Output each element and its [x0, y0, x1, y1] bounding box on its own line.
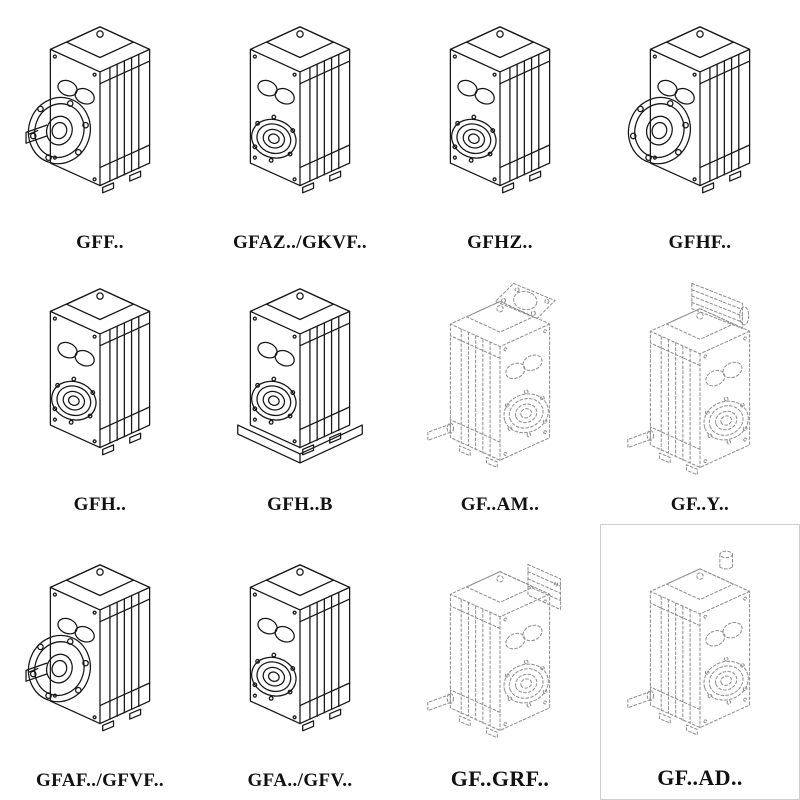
- variant-cell-gfhf: GFHF..: [600, 0, 800, 262]
- variant-cell-gfhz: GFHZ..: [400, 0, 600, 262]
- gearbox-drawing-hollow-bore: [245, 26, 351, 194]
- variant-label: GFHF..: [668, 232, 732, 253]
- variant-label: GFF..: [76, 232, 124, 253]
- variant-cell-gfam: GF..AM..: [400, 262, 600, 524]
- variant-label: GFA../GFV..: [247, 770, 353, 791]
- variant-cell-gfad: GF..AD..: [600, 524, 800, 800]
- variant-label: GFH..B: [267, 494, 333, 515]
- gearbox-drawing-hollow-bore: [245, 564, 351, 732]
- gearbox-drawing-hollow-bore: [445, 26, 551, 194]
- gearbox-drawing-with-motor: [627, 282, 755, 476]
- variant-label: GF..AD..: [657, 765, 743, 790]
- variant-label: GFAZ../GKVF..: [233, 232, 367, 253]
- gearbox-drawing-flange-shaft: [19, 26, 151, 194]
- variant-cell-gfaf-gfvf: GFAF../GFVF..: [0, 524, 200, 800]
- variant-cell-gfy: GF..Y..: [600, 262, 800, 524]
- gearbox-drawing-flange-shaft: [19, 564, 151, 732]
- variant-cell-gfgrf: GF..GRF..: [400, 524, 600, 800]
- gearbox-drawing-flange: [619, 26, 751, 194]
- gearbox-drawing-hollow-bore-base: [237, 288, 363, 464]
- variant-label: GF..AM..: [460, 494, 540, 515]
- gearbox-drawing-input-box: [427, 563, 561, 739]
- variant-label: GFAF../GFVF..: [35, 770, 164, 791]
- gearbox-drawing-input-shaft: [627, 550, 755, 736]
- variant-label: GFHZ..: [467, 232, 533, 253]
- variant-cell-gfh: GFH..: [0, 262, 200, 524]
- variant-label: GF..Y..: [670, 494, 730, 515]
- variant-cell-gfa-gfv: GFA../GFV..: [200, 524, 400, 800]
- variant-cell-gfaz-gkvf: GFAZ../GKVF..: [200, 0, 400, 262]
- variant-cell-gfhb: GFH..B: [200, 262, 400, 524]
- gearbox-drawing-adapter-flange: [427, 282, 556, 468]
- variant-label: GFH..: [73, 494, 127, 515]
- variant-label: GF..GRF..: [450, 766, 550, 791]
- variant-cell-gff: GFF..: [0, 0, 200, 262]
- gearbox-drawing-hollow-bore: [45, 288, 151, 456]
